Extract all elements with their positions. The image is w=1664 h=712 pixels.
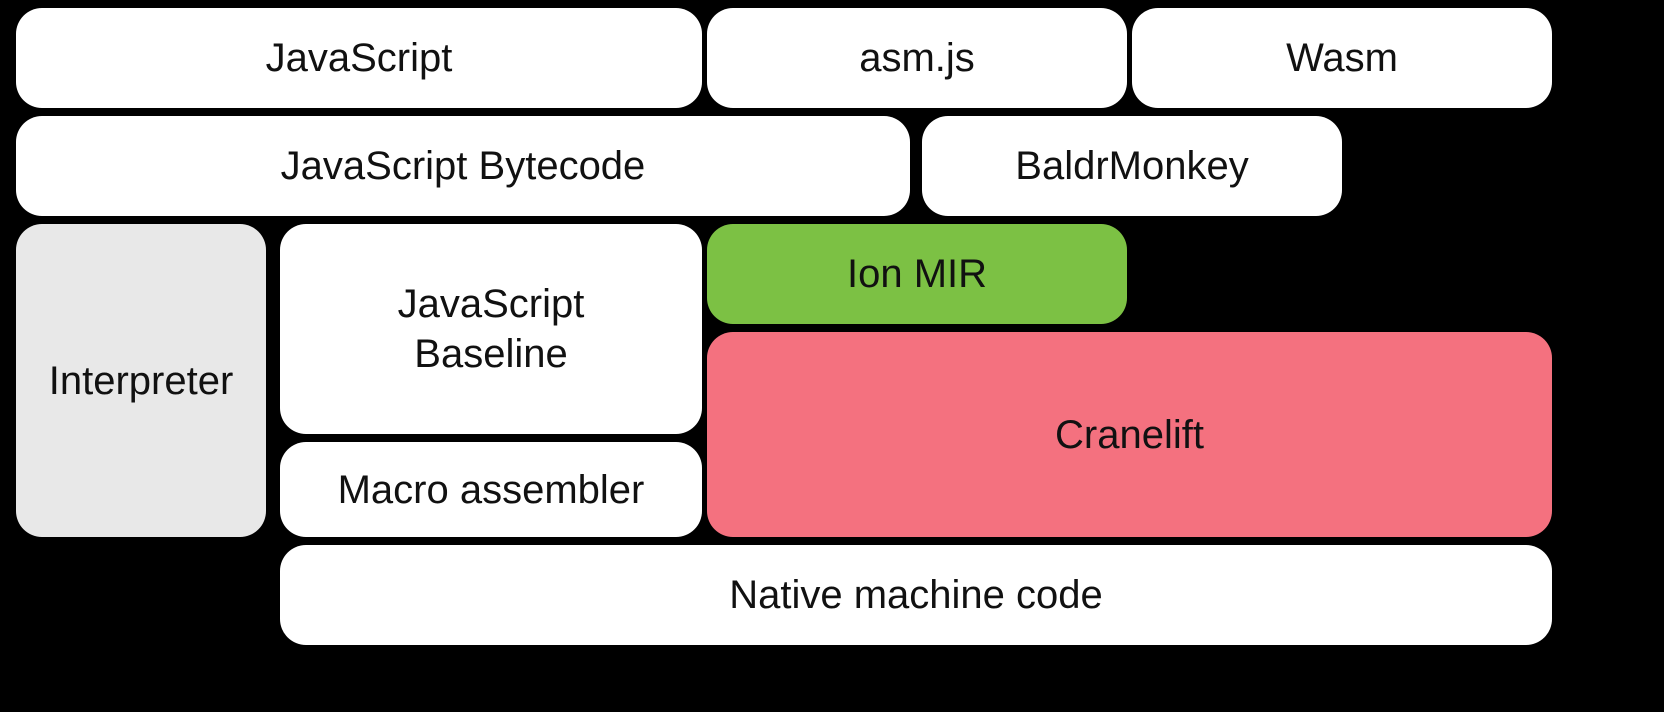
box-wasm: Wasm: [1132, 8, 1552, 108]
box-javascript-bytecode-label: JavaScript Bytecode: [280, 144, 646, 188]
box-asmjs: asm.js: [707, 8, 1127, 108]
box-javascript-label: JavaScript: [265, 36, 453, 80]
box-cranelift: Cranelift: [707, 332, 1552, 537]
box-javascript-baseline: JavaScript Baseline: [280, 224, 702, 434]
box-baldrmonkey-label: BaldrMonkey: [1015, 144, 1249, 188]
box-asmjs-label: asm.js: [859, 36, 975, 80]
box-macro-assembler-label: Macro assembler: [337, 467, 645, 512]
box-interpreter: Interpreter: [16, 224, 266, 537]
box-cranelift-label: Cranelift: [1055, 412, 1204, 457]
box-javascript-bytecode: JavaScript Bytecode: [16, 116, 910, 216]
box-native-machine-code-label: Native machine code: [729, 573, 1103, 617]
box-native-machine-code: Native machine code: [280, 545, 1552, 645]
box-macro-assembler: Macro assembler: [280, 442, 702, 537]
box-interpreter-label: Interpreter: [48, 358, 234, 403]
box-ion-mir-label: Ion MIR: [846, 252, 988, 296]
box-javascript: JavaScript: [16, 8, 702, 108]
box-javascript-baseline-label: JavaScript Baseline: [397, 282, 585, 376]
box-ion-mir: Ion MIR: [707, 224, 1127, 324]
box-baldrmonkey: BaldrMonkey: [922, 116, 1342, 216]
box-wasm-label: Wasm: [1286, 36, 1398, 80]
